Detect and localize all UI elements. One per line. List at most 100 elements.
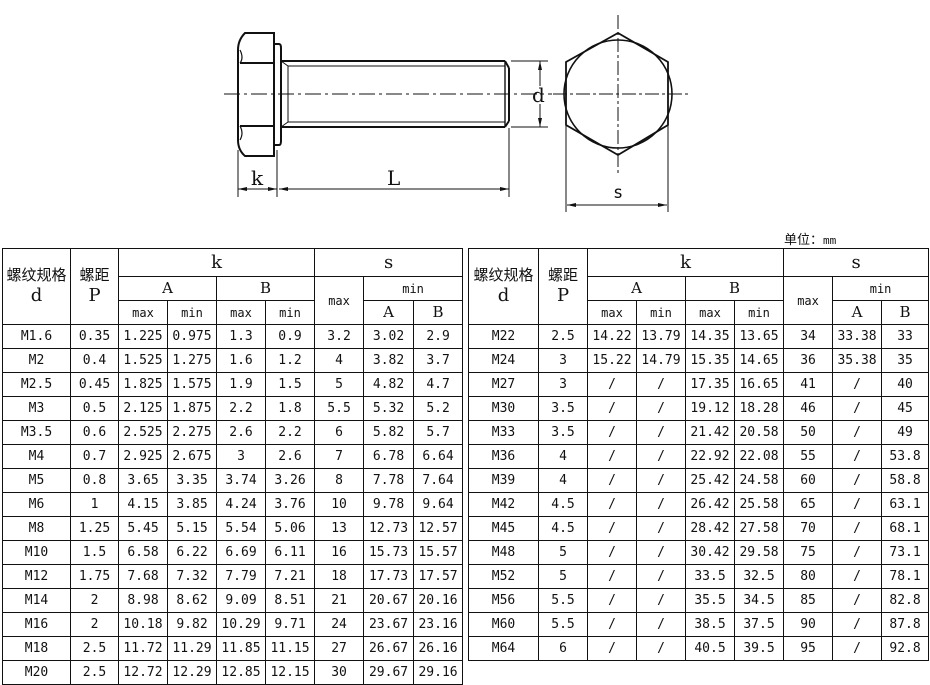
cell-k-b-max: 30.42 xyxy=(685,540,735,565)
cell-s-min-a: / xyxy=(832,492,883,517)
cell-s-min-a: / xyxy=(832,516,883,541)
dimension-label-L: L xyxy=(387,166,401,190)
cell-pitch: 0.7 xyxy=(70,444,119,469)
cell-s-max: 8 xyxy=(314,468,365,493)
header-s-min-a: A xyxy=(832,300,883,325)
cell-k-b-min: 24.58 xyxy=(733,468,785,493)
header-k: k xyxy=(586,248,785,277)
cell-s-min-a: / xyxy=(832,420,883,445)
header-k-b-max: max xyxy=(216,300,266,325)
cell-s-min-b: 3.7 xyxy=(413,348,464,373)
cell-k-a-min: 1.575 xyxy=(167,372,217,397)
cell-pitch: 0.8 xyxy=(70,468,119,493)
cell-s-max: 27 xyxy=(314,636,365,661)
cell-k-b-min: 14.65 xyxy=(733,348,785,373)
dimension-label-d: d xyxy=(532,83,545,107)
cell-thread-size: M56 xyxy=(468,588,539,613)
cell-k-a-min: 6.22 xyxy=(167,540,217,565)
cell-k-a-max: 12.72 xyxy=(118,660,168,685)
cell-k-a-min: 3.85 xyxy=(167,492,217,517)
cell-s-min-a: 29.67 xyxy=(363,660,415,685)
cell-thread-size: M42 xyxy=(468,492,539,517)
bolt-head-side xyxy=(237,32,275,157)
cell-k-a-max: 11.72 xyxy=(118,636,168,661)
cell-k-b-max: 15.35 xyxy=(685,348,735,373)
header-s-min: min xyxy=(832,276,930,301)
header-k: k xyxy=(117,248,316,277)
cell-k-a-min: 8.62 xyxy=(167,588,217,613)
cell-s-min-b: 5.2 xyxy=(413,396,464,421)
cell-s-min-a: 4.82 xyxy=(363,372,415,397)
cell-pitch: 5 xyxy=(538,564,588,589)
cell-pitch: 0.35 xyxy=(70,324,119,349)
cell-k-a-min: / xyxy=(636,420,686,445)
cell-k-b-max: 1.9 xyxy=(216,372,266,397)
cell-k-a-max: / xyxy=(587,588,637,613)
cell-s-min-b: 87.8 xyxy=(881,612,930,637)
cell-thread-size: M16 xyxy=(2,612,71,637)
cell-k-a-min: / xyxy=(636,540,686,565)
cell-s-min-a: 7.78 xyxy=(363,468,415,493)
cell-thread-size: M2 xyxy=(2,348,71,373)
cell-k-b-min: 1.2 xyxy=(264,348,316,373)
cell-s-max: 6 xyxy=(314,420,365,445)
cell-k-a-max: 8.98 xyxy=(118,588,168,613)
cell-k-a-min: / xyxy=(636,492,686,517)
cell-thread-size: M60 xyxy=(468,612,539,637)
header-s: s xyxy=(783,248,930,277)
cell-k-b-max: 6.69 xyxy=(216,540,266,565)
cell-k-b-max: 19.12 xyxy=(685,396,735,421)
cell-thread-size: M6 xyxy=(2,492,71,517)
cell-k-a-min: / xyxy=(636,636,686,661)
cell-s-min-b: 20.16 xyxy=(413,588,464,613)
cell-s-min-a: 3.02 xyxy=(363,324,415,349)
cell-k-a-min: 2.275 xyxy=(167,420,217,445)
cell-pitch: 4.5 xyxy=(538,492,588,517)
cell-thread-size: M27 xyxy=(468,372,539,397)
cell-s-min-a: 3.82 xyxy=(363,348,415,373)
cell-s-min-b: 49 xyxy=(881,420,930,445)
cell-k-a-min: 13.79 xyxy=(636,324,686,349)
cell-k-a-min: 12.29 xyxy=(167,660,217,685)
cell-k-b-max: 9.09 xyxy=(216,588,266,613)
cell-s-min-a: 12.73 xyxy=(363,516,415,541)
cell-k-b-min: 34.5 xyxy=(733,588,785,613)
cell-pitch: 0.45 xyxy=(70,372,119,397)
cell-s-min-a: 26.67 xyxy=(363,636,415,661)
cell-thread-size: M20 xyxy=(2,660,71,685)
cell-k-b-max: 10.29 xyxy=(216,612,266,637)
cell-s-min-a: 33.38 xyxy=(832,324,883,349)
header-k-a-max: max xyxy=(587,300,637,325)
cell-s-max: 50 xyxy=(783,420,834,445)
cell-k-a-max: 3.65 xyxy=(118,468,168,493)
cell-k-b-min: 16.65 xyxy=(733,372,785,397)
cell-s-min-a: / xyxy=(832,444,883,469)
cell-pitch: 0.6 xyxy=(70,420,119,445)
cell-k-a-min: 1.875 xyxy=(167,396,217,421)
header-k-b-min: min xyxy=(733,300,785,325)
cell-s-min-a: / xyxy=(832,372,883,397)
cell-thread-size: M33 xyxy=(468,420,539,445)
cell-s-max: 70 xyxy=(783,516,834,541)
cell-k-a-max: 1.525 xyxy=(118,348,168,373)
cell-k-a-max: 10.18 xyxy=(118,612,168,637)
cell-k-b-max: 22.92 xyxy=(685,444,735,469)
cell-s-min-b: 15.57 xyxy=(413,540,464,565)
cell-k-a-max: 2.125 xyxy=(118,396,168,421)
header-s-min-b: B xyxy=(881,300,930,325)
cell-k-a-max: / xyxy=(587,564,637,589)
cell-pitch: 2 xyxy=(70,588,119,613)
header-s-min-a: A xyxy=(363,300,415,325)
